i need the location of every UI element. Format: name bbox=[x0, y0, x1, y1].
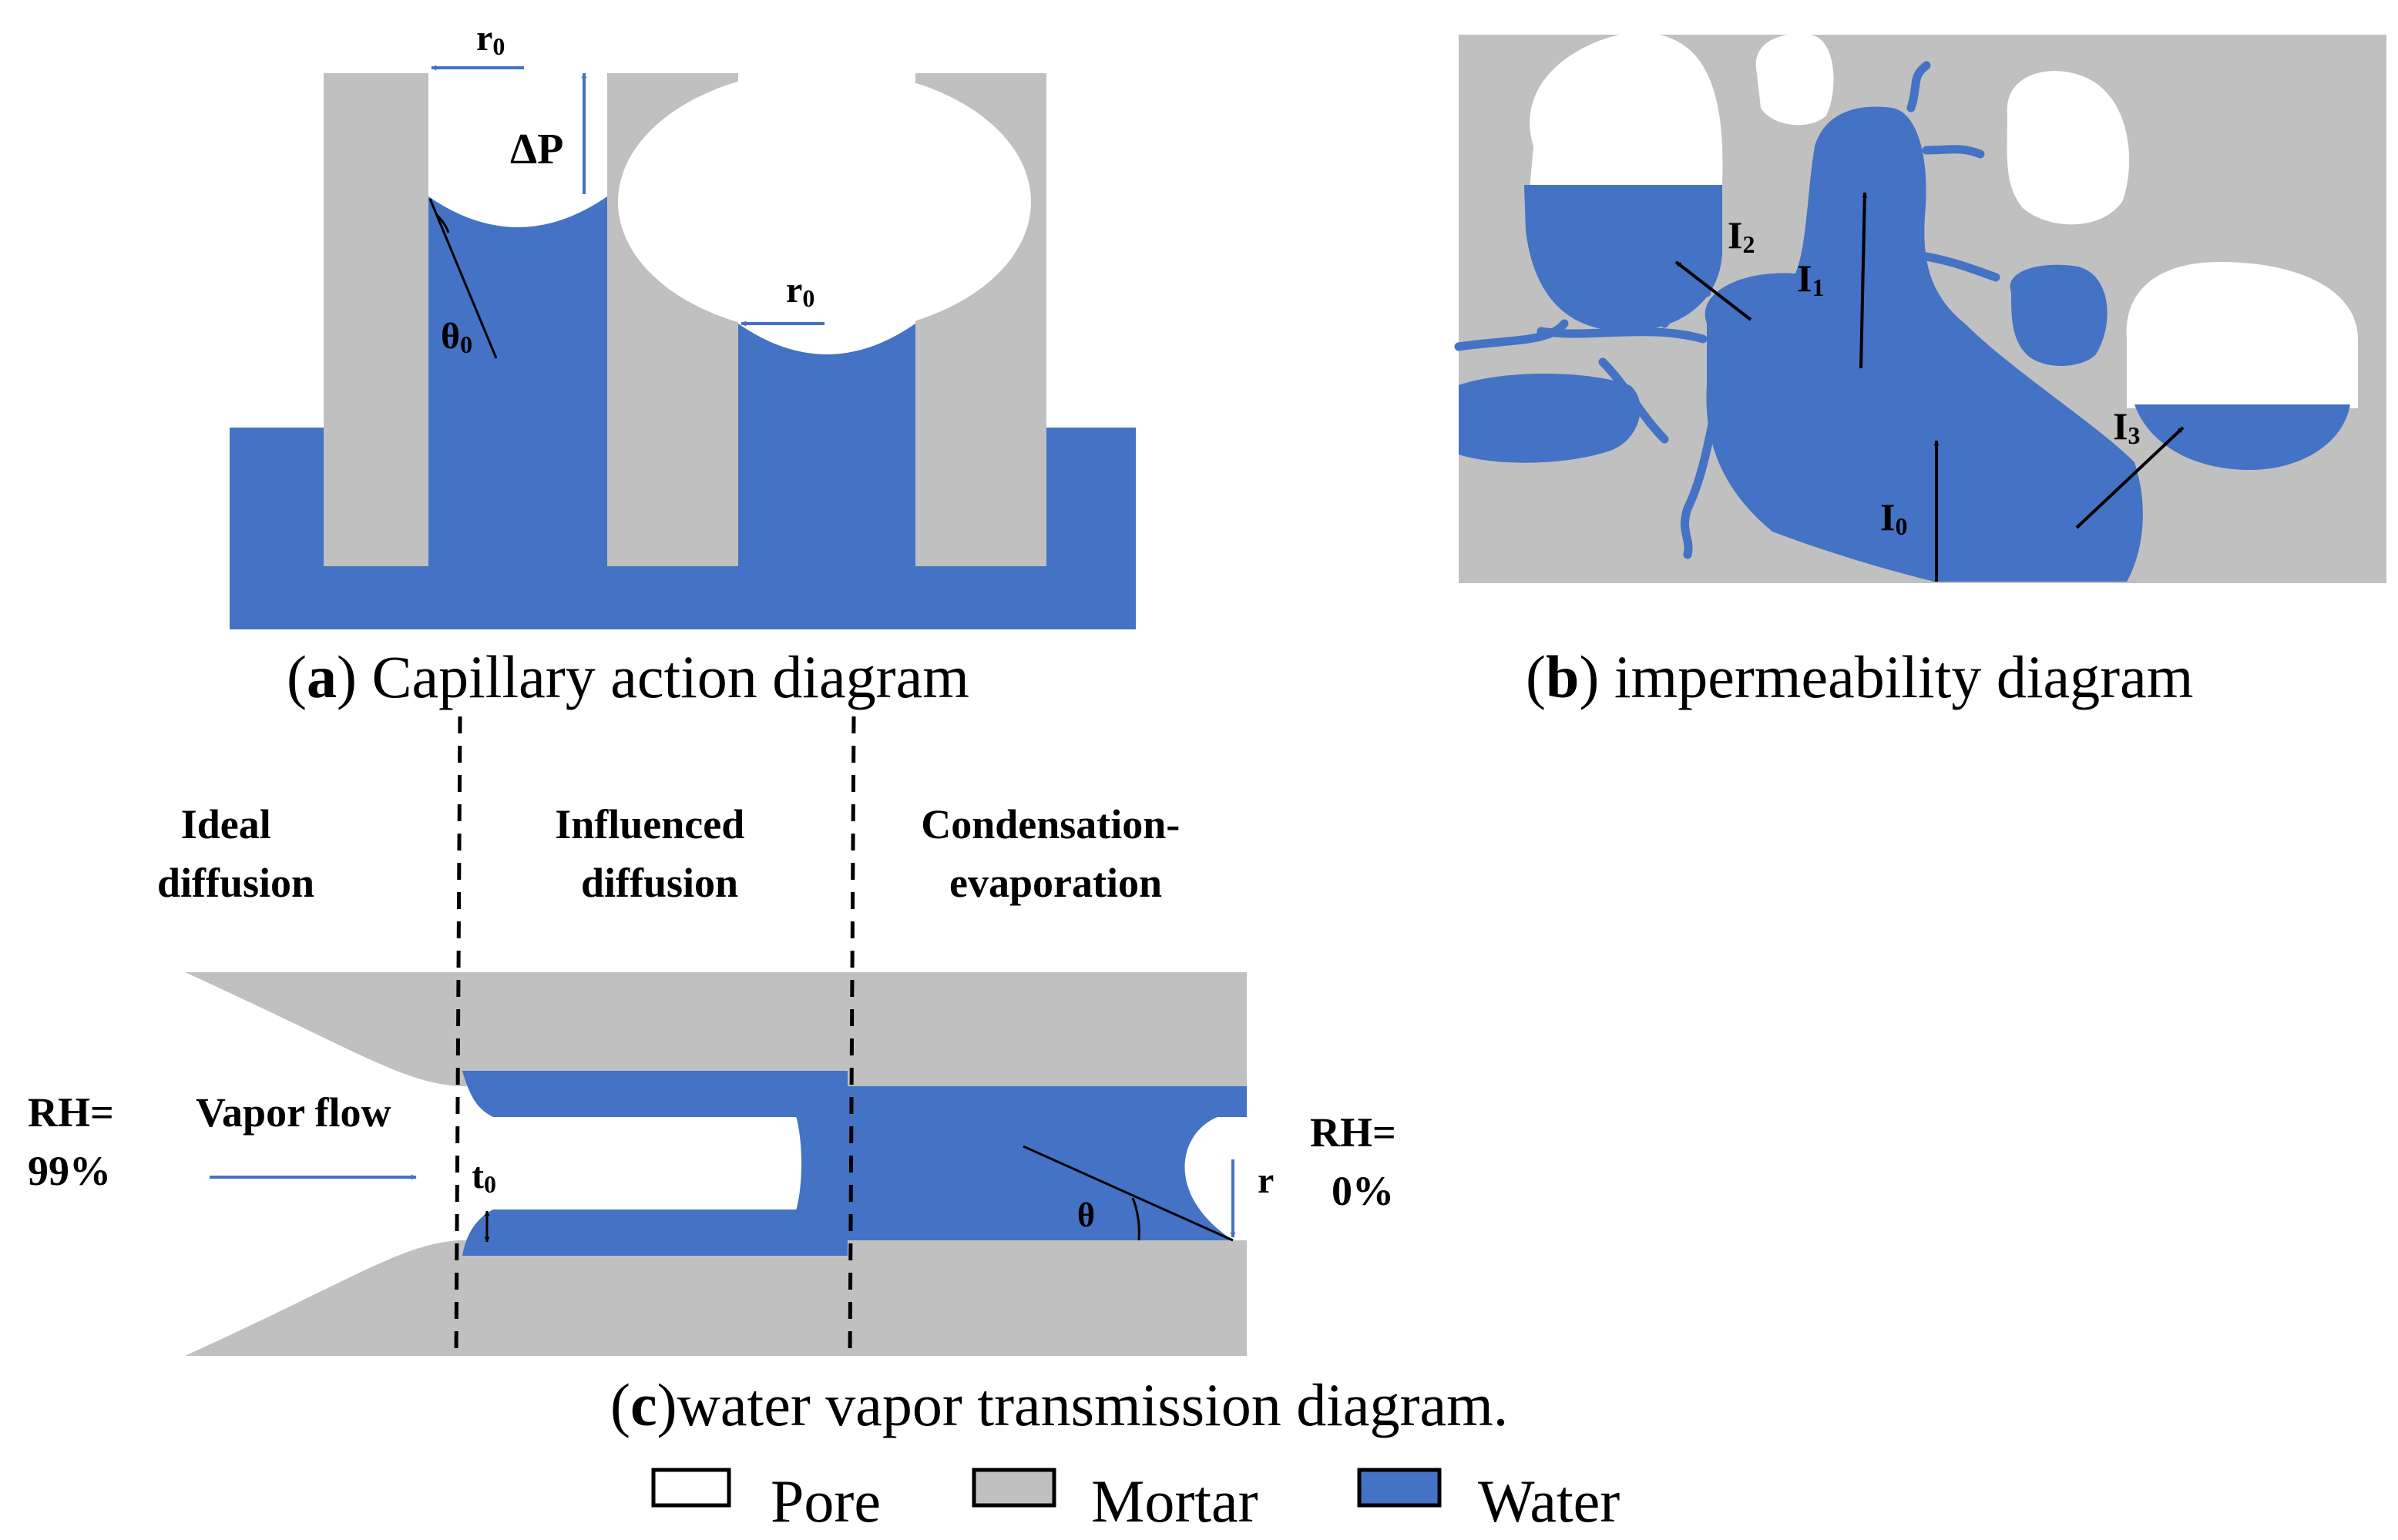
legend-swatch-water bbox=[1357, 1468, 1442, 1508]
caption-b: (b) impermeability diagram bbox=[1526, 643, 2193, 710]
theta-arc bbox=[1131, 1197, 1140, 1241]
rh-right-label: RH= 0% bbox=[1310, 1109, 1406, 1214]
zone1-label: Ideal diffusion bbox=[157, 801, 314, 906]
pore-small-top bbox=[1755, 33, 1834, 126]
arrow-i2 bbox=[1674, 260, 1752, 321]
water-blob-bottom-left bbox=[1459, 374, 1641, 463]
pore-right bbox=[2126, 262, 2358, 408]
label-i1: I1 bbox=[1797, 257, 1824, 301]
vapor-flow-label: Vapor flow bbox=[196, 1089, 391, 1136]
contact-angle-arc bbox=[435, 213, 450, 233]
pore-top-right bbox=[2007, 71, 2130, 225]
panel-c-vapor-transmission: Ideal diffusion Influenced diffusion Con… bbox=[28, 716, 1508, 1438]
theta-line bbox=[1023, 1145, 1234, 1242]
legend-swatch-pore bbox=[651, 1468, 731, 1508]
water-plug bbox=[771, 1071, 848, 1256]
water-film-bottom bbox=[462, 1210, 848, 1256]
water-in-pore-right bbox=[2134, 404, 2350, 470]
capillary-network bbox=[1454, 61, 2027, 559]
water-column-left bbox=[428, 196, 607, 431]
label-i3: I3 bbox=[2113, 404, 2140, 449]
zone2-label: Influenced diffusion bbox=[555, 801, 755, 906]
arrow-i3 bbox=[2075, 426, 2185, 529]
arrow-i1 bbox=[1859, 192, 1868, 369]
legend: Pore Mortar Water bbox=[651, 1468, 1620, 1535]
contact-angle-line bbox=[428, 198, 498, 359]
label-delta-p: ΔP bbox=[510, 126, 563, 173]
legend-label-pore: Pore bbox=[771, 1468, 881, 1535]
zone3-label: Condensation- evaporation bbox=[921, 801, 1191, 906]
zone-divider-2 bbox=[848, 716, 856, 1357]
label-theta: θ bbox=[1077, 1196, 1095, 1234]
water-film-top bbox=[462, 1071, 848, 1117]
label-r0-mid: r0 bbox=[786, 270, 814, 312]
water-blob-right-middle bbox=[2010, 264, 2107, 366]
label-i2: I2 bbox=[1728, 213, 1755, 258]
water-column-right bbox=[738, 324, 915, 431]
legend-label-water: Water bbox=[1478, 1468, 1620, 1535]
legend-swatch-mortar bbox=[972, 1468, 1056, 1508]
zone-divider-1 bbox=[454, 716, 462, 1357]
label-i0: I0 bbox=[1880, 495, 1907, 540]
label-t0: t0 bbox=[472, 1156, 496, 1198]
panel-a-capillary-action: r0 ΔP θ0 r0 (a) Capillary action diagram bbox=[230, 18, 1136, 710]
label-r0-top: r0 bbox=[476, 18, 505, 60]
water-central-body bbox=[1704, 106, 2143, 582]
label-r: r bbox=[1258, 1160, 1274, 1201]
mortar-bottom-channel bbox=[185, 1240, 1247, 1356]
mortar-top-channel bbox=[185, 972, 1247, 1086]
legend-label-mortar: Mortar bbox=[1091, 1468, 1258, 1535]
panel-b-impermeability: I0 I1 I2 I3 (b) impermeability diagram bbox=[1454, 32, 2386, 710]
mortar-pillar-left bbox=[324, 73, 428, 566]
caption-a: (a) Capillary action diagram bbox=[287, 643, 969, 710]
water-in-pore-top-left bbox=[1524, 185, 1722, 331]
label-theta0: θ0 bbox=[441, 316, 472, 358]
rh-left-label: RH= 99% bbox=[28, 1089, 124, 1194]
caption-c: (c)water vapor transmission diagram. bbox=[610, 1371, 1508, 1438]
water-condensed bbox=[848, 1086, 1247, 1240]
large-pore bbox=[618, 69, 1031, 334]
